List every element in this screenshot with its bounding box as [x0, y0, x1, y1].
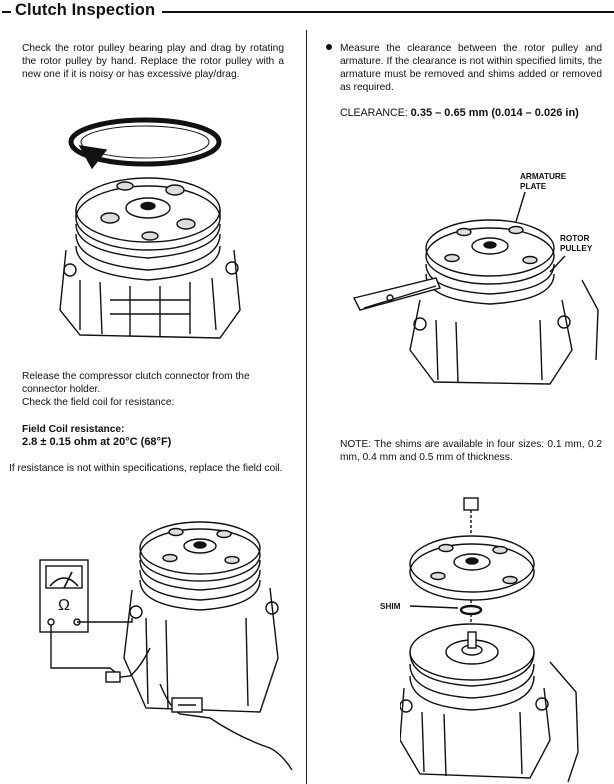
- replace-field-coil-text: If resistance is not within specificatio…: [9, 463, 283, 474]
- shim-label: SHIM: [380, 602, 401, 611]
- clearance-label: CLEARANCE:: [340, 107, 408, 119]
- field-coil-resistance-illustration: Ω: [39, 521, 293, 771]
- clearance-measurement-illustration: [352, 191, 599, 385]
- rotor-pulley-rotation-illustration: [59, 117, 241, 339]
- shim-sizes-note: NOTE: The shims are available in four si…: [340, 439, 602, 463]
- field-coil-spec-label: Field Coil resistance:: [22, 424, 125, 435]
- field-coil-spec-value: 2.8 ± 0.15 ohm at 20°C (68°F): [22, 436, 172, 448]
- header-rule: [162, 11, 614, 13]
- check-field-coil-text: Check the field coil for resistance:: [22, 397, 175, 408]
- page-title: Clutch Inspection: [15, 1, 156, 19]
- shim-exploded-illustration: [400, 497, 579, 783]
- clearance-value: 0.35 – 0.65 mm (0.014 – 0.026 in): [410, 107, 579, 119]
- section-header: Clutch Inspection: [0, 0, 614, 24]
- header-dash: [2, 11, 11, 13]
- rotor-pulley-label: ROTOR PULLEY: [560, 234, 593, 253]
- armature-plate-label: ARMATURE PLATE: [520, 172, 567, 191]
- release-connector-text: Release the compressor clutch connector …: [22, 371, 250, 395]
- ohmmeter-symbol: Ω: [58, 597, 70, 614]
- rotor-check-paragraph: Check the rotor pulley bearing play and …: [22, 43, 284, 80]
- measure-clearance-paragraph: Measure the clearance between the rotor …: [340, 43, 602, 93]
- column-divider: [306, 30, 307, 784]
- bullet-icon: [326, 44, 332, 50]
- clearance-spec: CLEARANCE: 0.35 – 0.65 mm (0.014 – 0.026…: [340, 107, 602, 120]
